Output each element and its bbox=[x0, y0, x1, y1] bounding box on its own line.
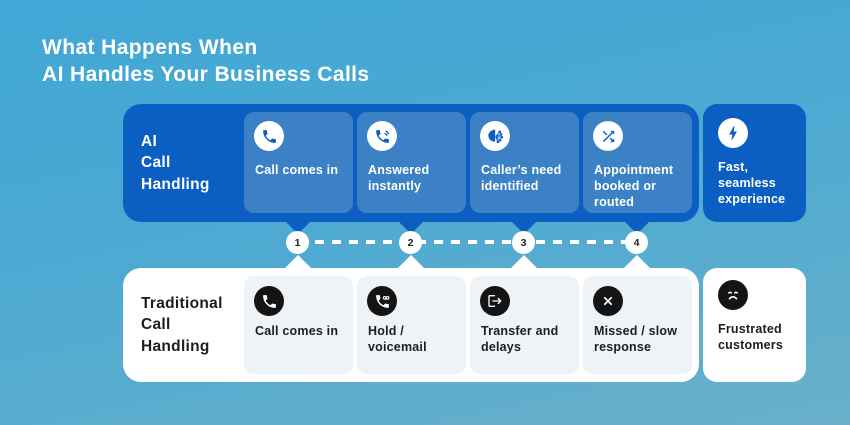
traditional-step-label: Missed / slow response bbox=[594, 324, 678, 354]
timeline-dashed-line bbox=[298, 240, 637, 244]
route-shuffle-icon bbox=[593, 121, 623, 151]
traditional-outcome-card: Frustrated customers bbox=[703, 268, 806, 382]
ai-step-label: Answered instantly bbox=[368, 163, 430, 193]
ai-step-card-3: Caller’s need identified bbox=[470, 112, 579, 213]
ai-brain-icon bbox=[480, 121, 510, 151]
ai-step-card-2: Answered instantly bbox=[357, 112, 466, 213]
ai-outcome-label: Fast, seamless experience bbox=[718, 160, 786, 206]
timeline-node-3: 3 bbox=[512, 231, 535, 254]
timeline-node-2: 2 bbox=[399, 231, 422, 254]
phone-answered-icon bbox=[367, 121, 397, 151]
lightning-icon bbox=[718, 118, 748, 148]
page-title: What Happens When AI Handles Your Busine… bbox=[42, 36, 370, 86]
traditional-step-label: Transfer and delays bbox=[481, 324, 559, 354]
traditional-row-label: Traditional Call Handling bbox=[141, 294, 223, 355]
missed-x-icon bbox=[593, 286, 623, 316]
traditional-step-card-4: Missed / slow response bbox=[583, 276, 692, 374]
ai-step-label: Call comes in bbox=[255, 163, 339, 177]
traditional-step-label: Hold / voicemail bbox=[368, 324, 427, 354]
connector-down-4 bbox=[624, 221, 650, 234]
connector-up-4 bbox=[624, 255, 650, 268]
phone-icon bbox=[254, 286, 284, 316]
timeline-node-1: 1 bbox=[286, 231, 309, 254]
connector-up-1 bbox=[285, 255, 311, 268]
connector-up-2 bbox=[398, 255, 424, 268]
connector-up-3 bbox=[511, 255, 537, 268]
traditional-step-card-1: Call comes in bbox=[244, 276, 353, 374]
ai-step-card-4: Appointment booked or routed bbox=[583, 112, 692, 213]
traditional-call-handling-panel: Traditional Call Handling Call comes in … bbox=[123, 268, 699, 382]
connector-down-3 bbox=[511, 221, 537, 234]
traditional-step-card-3: Transfer and delays bbox=[470, 276, 579, 374]
timeline-node-4: 4 bbox=[625, 231, 648, 254]
voicemail-icon bbox=[367, 286, 397, 316]
ai-step-label: Appointment booked or routed bbox=[594, 163, 674, 209]
connector-down-1 bbox=[285, 221, 311, 234]
traditional-step-label: Call comes in bbox=[255, 324, 339, 338]
ai-step-label: Caller’s need identified bbox=[481, 163, 562, 193]
phone-icon bbox=[254, 121, 284, 151]
ai-row-label: AI Call Handling bbox=[141, 132, 210, 193]
frustrated-face-icon bbox=[718, 280, 748, 310]
connector-down-2 bbox=[398, 221, 424, 234]
ai-outcome-card: Fast, seamless experience bbox=[703, 104, 806, 222]
traditional-step-card-2: Hold / voicemail bbox=[357, 276, 466, 374]
transfer-icon bbox=[480, 286, 510, 316]
traditional-outcome-label: Frustrated customers bbox=[718, 322, 784, 352]
ai-call-handling-panel: AI Call Handling Call comes in Answered … bbox=[123, 104, 699, 222]
ai-step-card-1: Call comes in bbox=[244, 112, 353, 213]
